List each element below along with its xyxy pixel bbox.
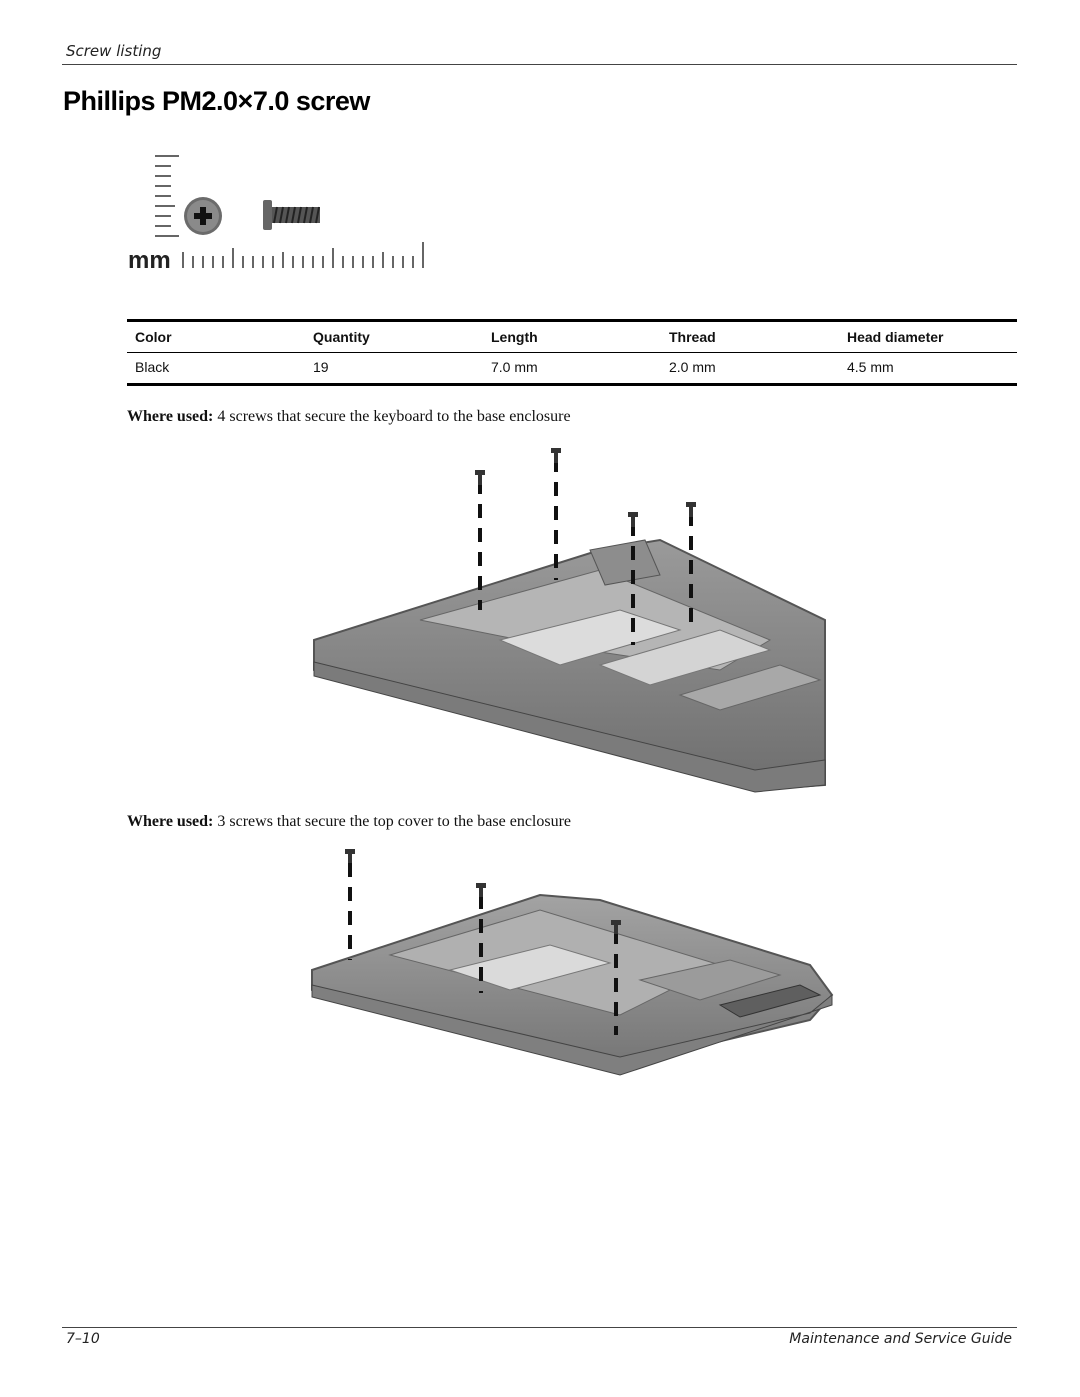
header-divider (62, 64, 1017, 65)
cell-length: 7.0 mm (483, 352, 661, 386)
screw-scale-illustration: mm (125, 150, 435, 275)
screw-callouts (478, 458, 693, 645)
page-title: Phillips PM2.0×7.0 screw (63, 86, 370, 116)
table-header-row: Color Quantity Length Thread Head diamet… (127, 319, 1017, 353)
where-used-text: 3 screws that secure the top cover to th… (217, 813, 572, 830)
screw-icon (475, 448, 696, 527)
footer-divider (62, 1327, 1017, 1328)
screw-head-icon (184, 197, 222, 235)
column-header-quantity: Quantity (305, 319, 483, 353)
cell-color: Black (127, 352, 305, 386)
page-number: 7–10 (66, 1331, 100, 1347)
screw-specs-table: Color Quantity Length Thread Head diamet… (127, 319, 1017, 386)
cell-quantity: 19 (305, 352, 483, 386)
column-header-color: Color (127, 319, 305, 353)
base-enclosure-image (311, 893, 834, 1076)
guide-title: Maintenance and Service Guide (789, 1331, 1012, 1347)
vertical-mm-ruler (155, 155, 179, 237)
column-header-thread: Thread (661, 319, 839, 353)
section-header: Screw listing (66, 42, 162, 60)
screw-icon (345, 849, 621, 934)
horizontal-mm-ruler (182, 242, 424, 268)
column-header-head-diameter: Head diameter (839, 319, 1017, 353)
keyboard-screws-illustration (300, 440, 840, 800)
cell-head-diameter: 4.5 mm (839, 352, 1017, 386)
screw-side-icon (263, 200, 320, 230)
where-used-text: 4 screws that secure the keyboard to the… (217, 408, 571, 425)
top-cover-screws-illustration (300, 845, 840, 1085)
where-used-top-cover: Where used: 3 screws that secure the top… (127, 813, 571, 831)
base-enclosure-image (313, 538, 826, 793)
mm-scale-label: mm (128, 247, 171, 274)
screw-callouts (348, 863, 618, 1035)
cell-thread: 2.0 mm (661, 352, 839, 386)
where-used-label: Where used: (127, 408, 214, 425)
table-row: Black 19 7.0 mm 2.0 mm 4.5 mm (127, 352, 1017, 386)
where-used-label: Where used: (127, 813, 214, 830)
column-header-length: Length (483, 319, 661, 353)
where-used-keyboard: Where used: 4 screws that secure the key… (127, 408, 571, 426)
